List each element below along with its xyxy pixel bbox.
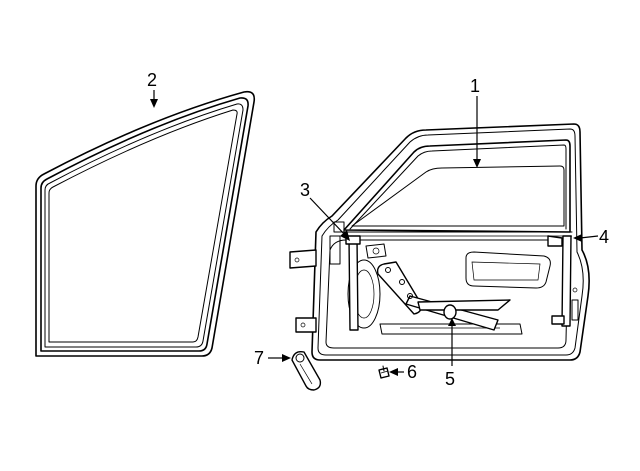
callout-1: 1	[470, 76, 480, 96]
window-crank-handle[interactable]	[291, 350, 322, 391]
callout-5: 5	[445, 369, 455, 389]
door-shell[interactable]	[289, 123, 590, 361]
leader-lines	[150, 90, 599, 376]
bolt[interactable]	[378, 365, 390, 379]
callout-labels: 1 2 3 4 5 6 7	[147, 70, 609, 389]
callout-4: 4	[599, 227, 609, 247]
rear-run-channel[interactable]	[547, 235, 572, 327]
callout-3: 3	[300, 180, 310, 200]
callout-7: 7	[254, 348, 264, 368]
weatherstrip-seal[interactable]	[35, 90, 256, 357]
callout-6: 6	[407, 362, 417, 382]
callout-2: 2	[147, 70, 157, 90]
front-run-channel[interactable]	[345, 235, 361, 331]
window-regulator[interactable]	[376, 261, 511, 331]
